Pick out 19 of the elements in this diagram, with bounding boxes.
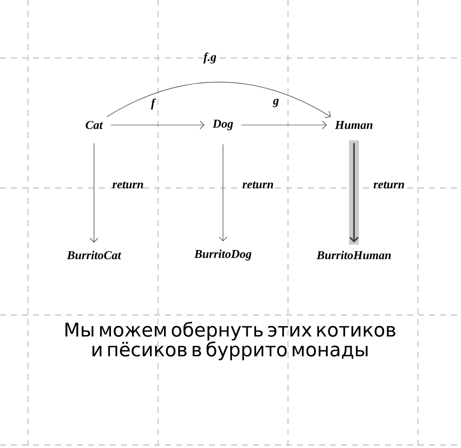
math-label: BurritoDog [194, 250, 252, 260]
edge-label: return [242, 182, 274, 188]
highlighted-arrow [349, 140, 359, 245]
arrow [90, 142, 98, 243]
math-label: Human [334, 121, 372, 129]
math-label: BurritoHuman [316, 250, 391, 260]
edge-label: f [151, 98, 156, 110]
arrow [110, 120, 204, 130]
arrow [241, 120, 327, 130]
caption: Мы можем обернуть этих котиков и пёсиков в буррито монады [66, 322, 396, 360]
edge-label: return [374, 182, 404, 188]
math-label: Cat [86, 120, 103, 130]
edge-label: g [272, 98, 279, 108]
arrow [106, 82, 331, 118]
arrow [218, 144, 228, 242]
math-label: Dog [212, 120, 233, 130]
edge-label: f.g [204, 52, 216, 64]
math-label: BurritoCat [66, 250, 122, 260]
edge-label: return [112, 182, 144, 188]
